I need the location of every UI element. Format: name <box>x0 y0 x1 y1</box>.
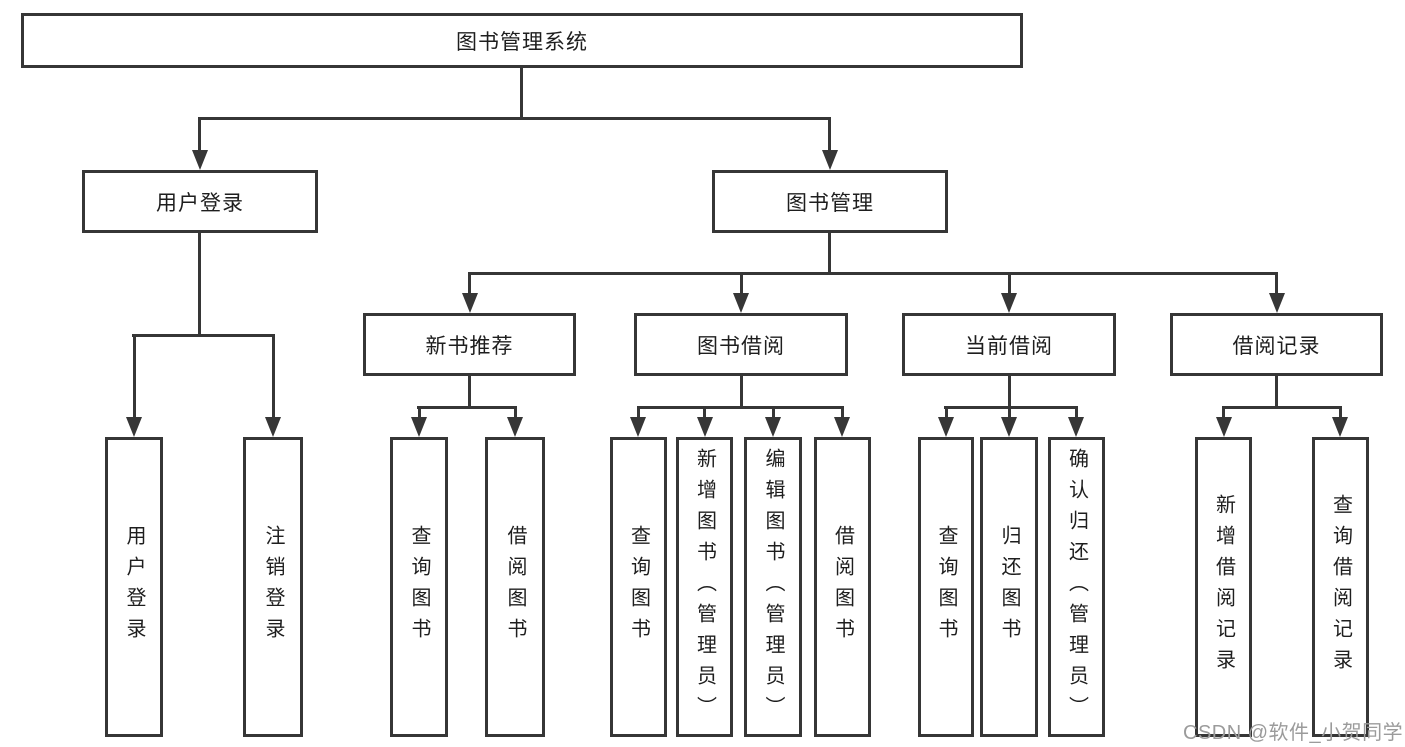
leaf-recommend-query-books: 查询图书 <box>390 437 448 737</box>
node-book-borrowing: 图书借阅 <box>634 313 848 376</box>
connector-arrow-line <box>703 406 706 419</box>
node-label: 图书管理 <box>786 191 874 215</box>
connector-arrow-line <box>1075 406 1078 419</box>
arrow-down-icon <box>462 293 478 313</box>
connector-arrow-line <box>1222 406 1225 419</box>
leaf-add-book-admin: 新增图书（管理员） <box>676 437 733 737</box>
arrow-down-icon <box>1001 417 1017 437</box>
node-label: 查询图书 <box>935 525 957 649</box>
leaf-add-borrow-record: 新增借阅记录 <box>1195 437 1252 737</box>
connector-arrow-line <box>1275 272 1278 295</box>
leaf-confirm-return-admin: 确认归还（管理员） <box>1048 437 1105 737</box>
connector-records-hbar <box>1222 406 1342 409</box>
leaf-user-login: 用户登录 <box>105 437 163 737</box>
arrow-down-icon <box>1216 417 1232 437</box>
connector-records-stem <box>1275 376 1278 409</box>
leaf-logout: 注销登录 <box>243 437 303 737</box>
connector-current-stem <box>1008 376 1011 409</box>
arrow-down-icon <box>938 417 954 437</box>
arrow-down-icon <box>507 417 523 437</box>
node-new-book-recommend: 新书推荐 <box>363 313 576 376</box>
connector-arrow-line <box>1008 272 1011 295</box>
arrow-down-icon <box>697 417 713 437</box>
leaf-recommend-borrow-books: 借阅图书 <box>485 437 545 737</box>
leaf-edit-book-admin: 编辑图书（管理员） <box>744 437 802 737</box>
connector-book-management-stem <box>828 233 831 275</box>
node-label: 借阅图书 <box>831 525 854 649</box>
arrow-down-icon <box>822 150 838 170</box>
connector-recommend-hbar <box>417 406 517 409</box>
node-current-borrowing: 当前借阅 <box>902 313 1116 376</box>
node-label: 图书借阅 <box>697 334 785 358</box>
leaf-query-borrow-record: 查询借阅记录 <box>1312 437 1369 737</box>
connector-borrowing-hbar <box>637 406 843 409</box>
arrow-down-icon <box>1001 293 1017 313</box>
arrow-down-icon <box>265 417 281 437</box>
leaf-return-book: 归还图书 <box>980 437 1038 737</box>
node-label: 确认归还（管理员） <box>1065 447 1088 727</box>
connector-arrow-line <box>133 334 136 419</box>
leaf-borrowing-borrow-books: 借阅图书 <box>814 437 871 737</box>
connector-arrow-line <box>772 406 775 419</box>
connector-arrow-line <box>468 272 471 295</box>
connector-arrow-line <box>637 406 640 419</box>
arrow-down-icon <box>1068 417 1084 437</box>
arrow-down-icon <box>1332 417 1348 437</box>
node-label: 当前借阅 <box>965 334 1053 358</box>
node-library-management-system: 图书管理系统 <box>21 13 1023 68</box>
connector-arrow-line <box>740 272 743 295</box>
arrow-down-icon <box>1269 293 1285 313</box>
connector-user-login-stem <box>198 233 201 337</box>
node-borrowing-records: 借阅记录 <box>1170 313 1383 376</box>
leaf-current-query-books: 查询图书 <box>918 437 974 737</box>
node-label: 查询图书 <box>627 525 650 649</box>
connector-arrow-line <box>514 406 517 419</box>
node-book-management: 图书管理 <box>712 170 948 233</box>
connector-recommend-stem <box>468 376 471 409</box>
arrow-down-icon <box>411 417 427 437</box>
connector-arrow-line <box>945 406 948 419</box>
node-label: 编辑图书（管理员） <box>762 447 784 727</box>
node-label: 查询图书 <box>408 525 430 649</box>
arrow-down-icon <box>834 417 850 437</box>
node-label: 用户登录 <box>156 191 244 215</box>
connector-root-hbar <box>198 117 831 120</box>
connector-arrow-line <box>841 406 844 419</box>
arrow-down-icon <box>733 293 749 313</box>
connector-arrow-line <box>272 334 275 419</box>
node-label: 新增借阅记录 <box>1212 494 1235 680</box>
connector-arrow-line-book-management <box>828 117 831 152</box>
arrow-down-icon <box>126 417 142 437</box>
node-label: 新增图书（管理员） <box>693 447 716 727</box>
connector-arrow-line <box>418 406 421 419</box>
connector-user-login-hbar <box>132 334 275 337</box>
connector-arrow-line <box>1008 406 1011 419</box>
connector-borrowing-stem <box>740 376 743 409</box>
arrow-down-icon <box>192 150 208 170</box>
connector-current-hbar <box>944 406 1078 409</box>
node-label: 借阅图书 <box>504 525 526 649</box>
node-label: 注销登录 <box>262 525 284 649</box>
connector-book-management-hbar <box>468 272 1278 275</box>
connector-root-stem <box>520 68 523 120</box>
arrow-down-icon <box>630 417 646 437</box>
arrow-down-icon <box>765 417 781 437</box>
leaf-borrowing-query-books: 查询图书 <box>610 437 667 737</box>
node-label: 图书管理系统 <box>456 30 588 54</box>
node-label: 借阅记录 <box>1232 334 1321 358</box>
node-user-login: 用户登录 <box>82 170 318 233</box>
node-label: 查询借阅记录 <box>1329 494 1352 680</box>
connector-arrow-line <box>1339 406 1342 419</box>
csdn-watermark: CSDN @软件_小贺同学 <box>1183 722 1404 744</box>
node-label: 新书推荐 <box>425 334 514 358</box>
node-label: 归还图书 <box>998 525 1020 649</box>
connector-arrow-line-user-login <box>198 117 201 152</box>
node-label: 用户登录 <box>123 525 145 649</box>
